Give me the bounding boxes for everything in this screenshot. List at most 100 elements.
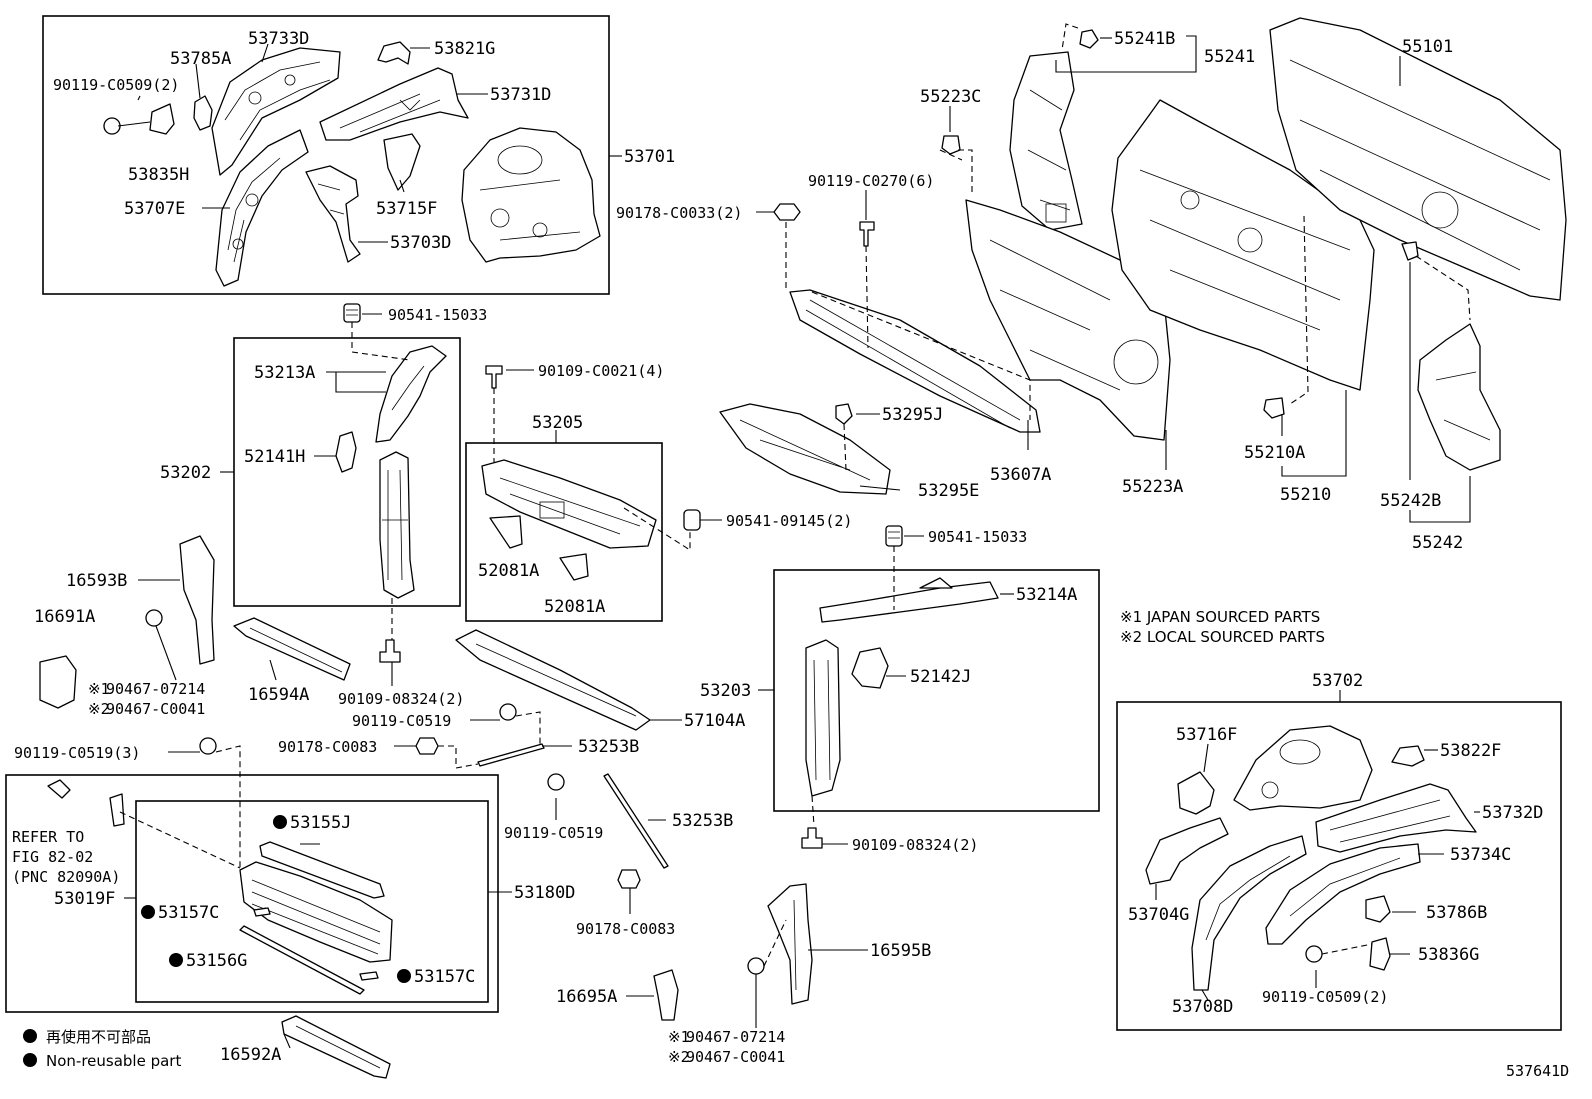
part-16691A-drawing bbox=[39, 655, 77, 709]
part-16592A-drawing bbox=[281, 1015, 391, 1079]
part-53733D-drawing bbox=[211, 47, 341, 176]
label-16691A: 16691A bbox=[34, 607, 95, 627]
non-reusable-marker-53155J bbox=[273, 815, 287, 829]
part-53295J-clip bbox=[835, 403, 853, 425]
label-53607A: 53607A bbox=[990, 465, 1051, 485]
part-16695A-drawing bbox=[653, 969, 679, 1021]
box-outer-left bbox=[5, 774, 499, 1013]
legend-marker-en bbox=[23, 1053, 37, 1067]
part-53202-drawing bbox=[379, 451, 415, 599]
label-53703D: 53703D bbox=[390, 233, 451, 253]
label-90109-08324-a: 90109-08324(2) bbox=[338, 690, 464, 708]
part-55210-drawing bbox=[1111, 99, 1375, 391]
label-53731D: 53731D bbox=[490, 85, 551, 105]
part-90119-C0270-bolt bbox=[859, 221, 875, 247]
label-53836G: 53836G bbox=[1418, 945, 1479, 965]
label-90119-C0519-3: 90119-C0519(3) bbox=[14, 744, 140, 762]
part-55223C-clip bbox=[941, 135, 961, 155]
part-90178-C0033-nut bbox=[773, 203, 801, 221]
part-55242B-drawing bbox=[1417, 323, 1501, 471]
part-53734C-drawing bbox=[1265, 843, 1421, 945]
part-90178-C0083-nut-b bbox=[617, 869, 641, 889]
label-55223C: 55223C bbox=[920, 87, 981, 107]
part-55241-drawing bbox=[1009, 51, 1083, 231]
label-90119-C0270: 90119-C0270(6) bbox=[808, 172, 934, 190]
diagram-id: 537641D bbox=[1506, 1062, 1569, 1080]
label-55241: 55241 bbox=[1204, 47, 1255, 67]
part-52081A-drawing-1 bbox=[489, 515, 523, 549]
part-53203-drawing bbox=[805, 639, 841, 797]
box-53702 bbox=[1116, 701, 1562, 1031]
part-53731D-drawing bbox=[319, 67, 469, 141]
label-16594A: 16594A bbox=[248, 685, 309, 705]
label-55210A: 55210A bbox=[1244, 443, 1305, 463]
label-90119-C0519-a: 90119-C0519 bbox=[352, 712, 451, 730]
label-53157C-1: 53157C bbox=[158, 903, 219, 923]
part-90541-09145-bumper bbox=[683, 509, 701, 531]
note-refer-to: REFER TO bbox=[12, 828, 84, 846]
part-53716F-drawing bbox=[1177, 771, 1215, 815]
label-53733D: 53733D bbox=[248, 29, 309, 49]
label-16593B: 16593B bbox=[66, 571, 127, 591]
non-reusable-marker-53156G bbox=[169, 953, 183, 967]
part-53715F-drawing bbox=[383, 133, 421, 191]
part-90119-C0519-bolt-b bbox=[547, 773, 565, 791]
part-55223A-drawing bbox=[965, 199, 1171, 441]
part-53213A-drawing bbox=[375, 345, 447, 443]
part-90467-07214-bolt-a bbox=[145, 609, 163, 627]
label-53702: 53702 bbox=[1312, 671, 1363, 691]
label-90109-08324-b: 90109-08324(2) bbox=[852, 836, 978, 854]
label-53786B: 53786B bbox=[1426, 903, 1487, 923]
part-90109-08324-bolt-b bbox=[801, 827, 823, 849]
part-53155J-drawing bbox=[259, 841, 385, 899]
part-53156G-drawing bbox=[239, 925, 365, 995]
note-mark2-b: ※2 bbox=[668, 1048, 690, 1066]
part-53703D-drawing bbox=[305, 165, 361, 263]
part-90119-C0519-bolt-3 bbox=[199, 737, 217, 755]
label-53295J: 53295J bbox=[882, 405, 943, 425]
box-53701 bbox=[42, 15, 610, 295]
label-52081A-2: 52081A bbox=[544, 597, 605, 617]
part-52081A-drawing-2 bbox=[559, 553, 589, 581]
part-57104A-drawing bbox=[455, 629, 651, 731]
note-mark1-b: ※1 bbox=[668, 1028, 690, 1046]
label-53734C: 53734C bbox=[1450, 845, 1511, 865]
label-55210: 55210 bbox=[1280, 485, 1331, 505]
legend-marker-jp bbox=[23, 1029, 37, 1043]
part-53295E-drawing bbox=[719, 403, 891, 495]
note-mark1-a: ※1 bbox=[88, 680, 110, 698]
label-53156G: 53156G bbox=[186, 951, 247, 971]
part-53157C-clip-2 bbox=[359, 971, 379, 981]
label-55242: 55242 bbox=[1412, 533, 1463, 553]
part-52141H-drawing bbox=[335, 431, 357, 473]
part-90541-15033-bumper-b bbox=[885, 525, 903, 547]
part-53785A-drawing bbox=[193, 95, 213, 131]
part-53253B-rod-1 bbox=[477, 743, 545, 767]
part-16595B-drawing bbox=[767, 883, 813, 1005]
part-53701-housing-drawing bbox=[461, 127, 601, 263]
label-53253B-2: 53253B bbox=[672, 811, 733, 831]
part-52142J-drawing bbox=[851, 647, 889, 689]
label-53180D: 53180D bbox=[514, 883, 575, 903]
part-53214A-drawing bbox=[819, 577, 999, 623]
label-90178-C0033: 90178-C0033(2) bbox=[616, 204, 742, 222]
label-55101: 55101 bbox=[1402, 37, 1453, 57]
label-55241B: 55241B bbox=[1114, 29, 1175, 49]
note-local-sourced: ※2 LOCAL SOURCED PARTS bbox=[1120, 628, 1325, 646]
label-55223A: 55223A bbox=[1122, 477, 1183, 497]
label-90119-C0509-2a: 90119-C0509(2) bbox=[53, 76, 179, 94]
part-53821G-drawing bbox=[377, 41, 411, 65]
part-53822F-drawing bbox=[1391, 745, 1425, 767]
part-90178-C0083-nut-a bbox=[415, 737, 439, 755]
part-53019F-bracket bbox=[47, 779, 125, 827]
label-53732D: 53732D bbox=[1482, 803, 1543, 823]
part-53702-housing-drawing bbox=[1233, 725, 1373, 811]
label-53704G: 53704G bbox=[1128, 905, 1189, 925]
note-refer-pnc: (PNC 82090A) bbox=[12, 868, 120, 886]
part-53732D-drawing bbox=[1315, 783, 1477, 853]
label-52081A-1: 52081A bbox=[478, 561, 539, 581]
part-16593B-drawing bbox=[179, 535, 215, 665]
label-53295E: 53295E bbox=[918, 481, 979, 501]
legend-jp-text: 再使用不可部品 bbox=[46, 1028, 151, 1046]
assembly-lines bbox=[119, 23, 1471, 967]
